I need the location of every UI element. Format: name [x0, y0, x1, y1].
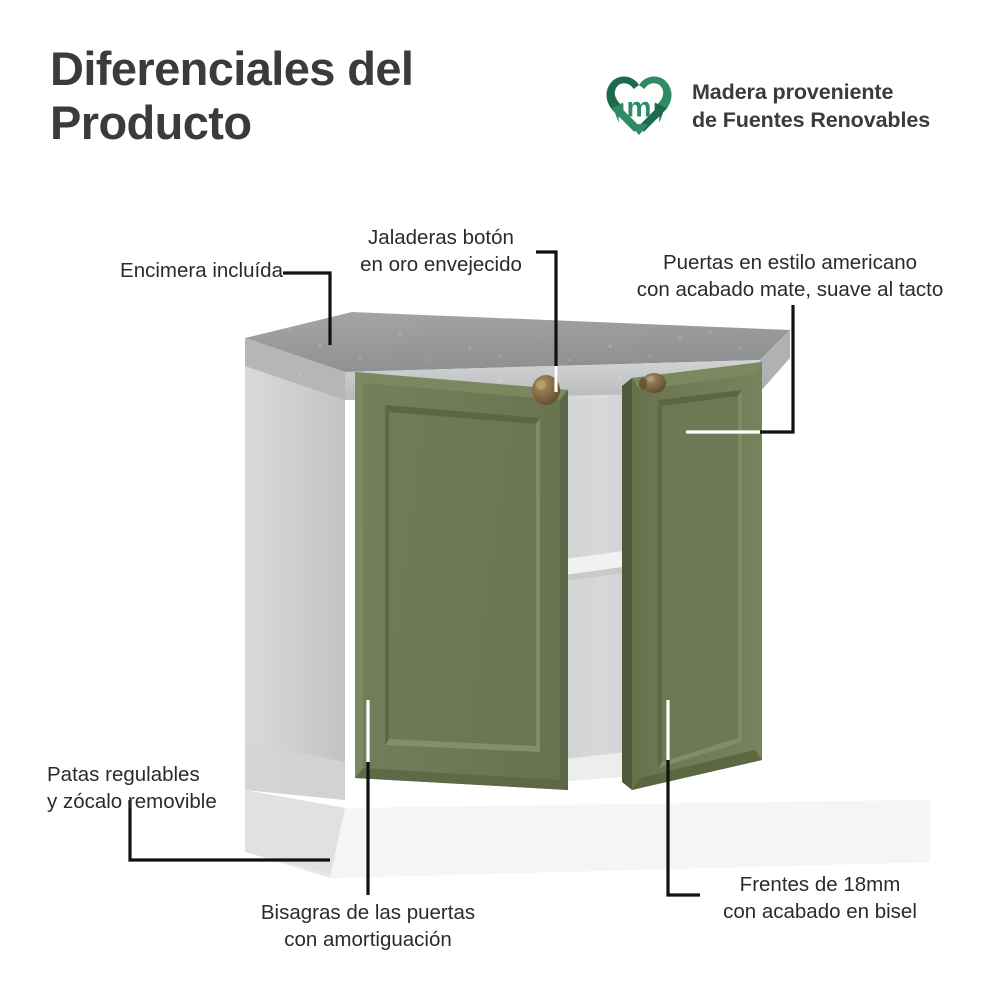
plinth-toe-kick [245, 790, 930, 878]
annotation-jaladeras: Jaladeras botón en oro envejecido [360, 226, 522, 276]
right-door-open[interactable] [622, 362, 762, 790]
page-title: Diferenciales del Producto [50, 42, 414, 149]
renewable-wood-logo: m Madera proveniente de Fuentes Renovabl… [600, 68, 930, 146]
annotation-puertas: Puertas en estilo americano con acabado … [636, 251, 944, 301]
annotation-encimera: Encimera incluída [120, 259, 283, 282]
brass-knob-left[interactable] [532, 375, 560, 405]
leader-encimera [283, 271, 332, 345]
logo-caption: Madera proveniente de Fuentes Renovables [692, 80, 931, 132]
annotation-frentes: Frentes de 18mm con acabado en bisel [723, 873, 917, 923]
leader-frentes [666, 760, 700, 897]
annotation-patas: Patas regulables y zócalo removible [47, 763, 217, 813]
logo-letter: m [627, 91, 652, 122]
annotation-bisagras: Bisagras de las puertas con amortiguació… [260, 901, 476, 951]
leader-patas [128, 800, 330, 862]
brass-knob-right[interactable] [639, 373, 666, 393]
recycling-heart-icon: m [606, 76, 672, 136]
left-door-closed[interactable] [355, 372, 568, 790]
leader-jaladeras [536, 250, 558, 382]
leader-puertas [760, 305, 795, 434]
